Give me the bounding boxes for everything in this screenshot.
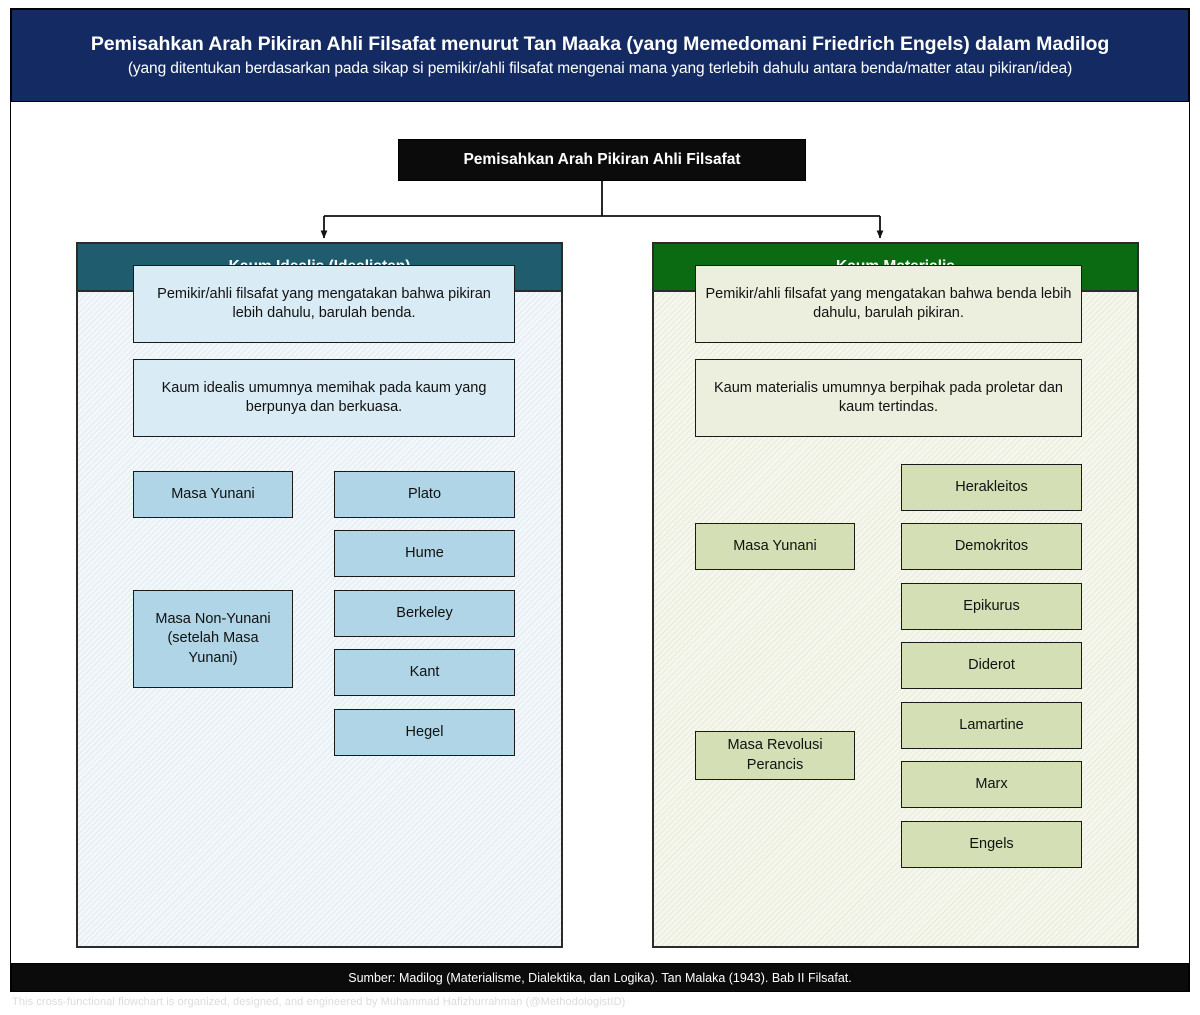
idealis-figure-berkeley[interactable]: Berkeley (334, 590, 515, 637)
idealis-alignment-box[interactable]: Kaum idealis umumnya memihak pada kaum y… (133, 359, 515, 437)
root-node[interactable]: Pemisahkan Arah Pikiran Ahli Filsafat (398, 139, 806, 181)
idealis-figure-plato[interactable]: Plato (334, 471, 515, 518)
materialis-figure-demokritos[interactable]: Demokritos (901, 523, 1082, 570)
materialis-alignment-box[interactable]: Kaum materialis umumnya berpihak pada pr… (695, 359, 1082, 437)
title-banner: Pemisahkan Arah Pikiran Ahli Filsafat me… (11, 9, 1189, 102)
materialis-group-masa-revolusi-perancis[interactable]: Masa Revolusi Perancis (695, 731, 855, 780)
idealis-figure-hume[interactable]: Hume (334, 530, 515, 577)
idealis-group-masa-yunani[interactable]: Masa Yunani (133, 471, 293, 518)
credit-line: This cross-functional flowchart is organ… (12, 996, 626, 1008)
materialis-group-masa-yunani[interactable]: Masa Yunani (695, 523, 855, 570)
idealis-definition-box[interactable]: Pemikir/ahli filsafat yang mengatakan ba… (133, 265, 515, 343)
diagram-canvas: Pemisahkan Arah Pikiran Ahli Filsafat me… (10, 8, 1190, 992)
page-subtitle: (yang ditentukan berdasarkan pada sikap … (127, 59, 1073, 77)
materialis-definition-box[interactable]: Pemikir/ahli filsafat yang mengatakan ba… (695, 265, 1082, 343)
materialis-figure-herakleitos[interactable]: Herakleitos (901, 464, 1082, 511)
materialis-figure-diderot[interactable]: Diderot (901, 642, 1082, 689)
idealis-figure-hegel[interactable]: Hegel (334, 709, 515, 756)
idealis-figure-kant[interactable]: Kant (334, 649, 515, 696)
idealis-group-masa-non-yunani[interactable]: Masa Non-Yunani (setelah Masa Yunani) (133, 590, 293, 688)
materialis-figure-marx[interactable]: Marx (901, 761, 1082, 808)
materialis-figure-epikurus[interactable]: Epikurus (901, 583, 1082, 630)
materialis-figure-lamartine[interactable]: Lamartine (901, 702, 1082, 749)
page-title: Pemisahkan Arah Pikiran Ahli Filsafat me… (90, 33, 1110, 56)
materialis-figure-engels[interactable]: Engels (901, 821, 1082, 868)
source-bar: Sumber: Madilog (Materialisme, Dialektik… (11, 963, 1189, 992)
flowchart-body: Pemisahkan Arah Pikiran Ahli Filsafat Ka… (11, 103, 1189, 962)
